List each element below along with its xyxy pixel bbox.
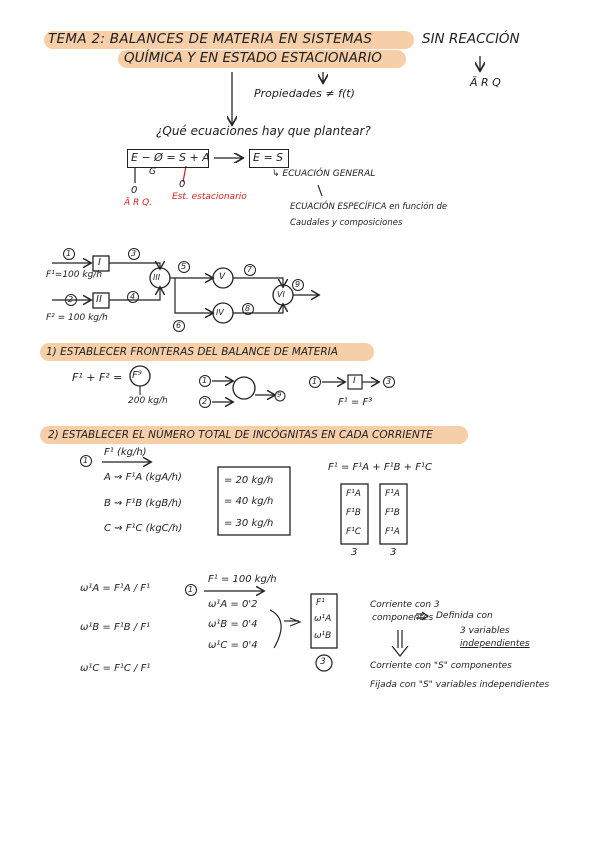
stream-8-label: 8: [245, 304, 251, 313]
section3-vec-2: ω¹B: [314, 631, 332, 641]
section2-col2-2: F¹A: [385, 527, 400, 537]
section2-col1-1: F¹B: [346, 508, 361, 518]
section3-stream1: 1: [188, 585, 194, 594]
definida-3: independientes: [460, 639, 530, 649]
s-line2: Fijada con "S" variables independientes: [370, 680, 550, 690]
section2-f1-units: F¹ (kg/h): [104, 447, 147, 458]
est-estacionario: Est. estacionario: [172, 192, 247, 202]
simplified-eq-box: [249, 149, 289, 168]
wB-def: ω¹B = F¹B / F¹: [80, 622, 151, 633]
section2-row-c: C ⇝ F¹C (kgC/h): [104, 523, 183, 534]
section2-count2: 3: [390, 547, 397, 558]
stream-9-label: 9: [295, 280, 301, 289]
section1-b3: 3: [386, 377, 392, 386]
section1-f1f3: F¹ = F³: [338, 397, 373, 408]
section1-n1: 1: [202, 376, 208, 385]
node-VI: VI: [277, 290, 285, 299]
node-V: V: [219, 272, 226, 282]
stream-6-label: 6: [176, 321, 182, 330]
section2-col1-2: F¹C: [346, 527, 362, 537]
section2-row-a: A ⇝ F¹A (kgA/h): [104, 472, 182, 483]
corriente-line1: Corriente con 3: [370, 600, 440, 610]
f2-label: F² = 100 kg/h: [46, 313, 108, 323]
ecuacion-especifica-1: ECUACIÓN ESPECÍFICA en función de: [290, 202, 448, 212]
section3-wC-val: ω¹C = 0'4: [208, 640, 258, 651]
section3-wA-val: ω¹A = 0'2: [208, 599, 258, 610]
stream-2-label: 2: [68, 295, 74, 304]
s-line1: Corriente con "S" componentes: [370, 661, 512, 671]
node-IV: IV: [216, 308, 224, 317]
arq-left: Ā R Q.: [124, 198, 153, 208]
f1-label: F¹=100 kg/h: [46, 270, 103, 280]
general-eq: E − Ø = S + A: [131, 151, 210, 164]
title-line1b: SIN REACCIÓN: [422, 31, 520, 47]
section1-b1: 1: [312, 377, 318, 386]
general-eq-box: [127, 149, 209, 168]
arq-right: Ā R Q: [470, 76, 501, 89]
stream-1-label: 1: [66, 249, 72, 258]
node-II: II: [96, 294, 102, 305]
g-label: G: [149, 167, 156, 177]
definida-1: Definida con: [436, 611, 493, 621]
zero-right: 0: [179, 179, 186, 190]
section3-wB-val: ω¹B = 0'4: [208, 619, 258, 630]
section2-val-a: = 20 kg/h: [224, 475, 274, 486]
section2-highlight: [40, 426, 468, 444]
section1-heading: 1) ESTABLECER FRONTERAS DEL BALANCE DE M…: [46, 346, 338, 358]
ecuacion-especifica-2: Caudales y composiciones: [290, 218, 403, 228]
title-line1a: TEMA 2: BALANCES DE MATERIA EN SISTEMAS: [48, 31, 373, 47]
question-text: ¿Qué ecuaciones hay que plantear?: [156, 124, 371, 138]
title-highlight-1: [44, 31, 414, 49]
simplified-eq: E = S: [253, 151, 284, 164]
section2-val-c: = 30 kg/h: [224, 518, 274, 529]
section1-200: 200 kg/h: [128, 396, 168, 406]
section1-f9: F⁹: [132, 370, 142, 381]
definida-2: 3 variables: [460, 626, 510, 636]
title-line2: QUÍMICA Y EN ESTADO ESTACIONARIO: [124, 50, 382, 66]
stream-7-label: 7: [247, 265, 253, 274]
section2-stream1: 1: [83, 456, 89, 465]
section2-col1-0: F¹A: [346, 489, 361, 499]
wC-def: ω¹C = F¹C / F¹: [80, 663, 151, 674]
section3-f1val: F¹ = 100 kg/h: [208, 574, 277, 585]
stream-3-label: 3: [131, 249, 137, 258]
stream-5-label: 5: [181, 262, 187, 271]
section1-eq-left: F¹ + F² =: [72, 371, 123, 384]
section2-col2-1: F¹B: [385, 508, 400, 518]
section2-row-b: B ⇝ F¹B (kgB/h): [104, 498, 182, 509]
title-highlight-2: [118, 50, 406, 68]
section2-col2-0: F¹A: [385, 489, 400, 499]
section3-vec-1: ω¹A: [314, 614, 332, 624]
section2-count1: 3: [351, 547, 358, 558]
section2-val-b: = 40 kg/h: [224, 496, 274, 507]
section3-vec-count: 3: [320, 657, 326, 667]
section1-highlight: [40, 343, 374, 361]
node-I: I: [98, 257, 101, 268]
section1-n2: 2: [202, 397, 208, 406]
stream-4-label: 4: [130, 292, 136, 301]
section2-heading: 2) ESTABLECER EL NÚMERO TOTAL DE INCÓGNI…: [48, 429, 433, 441]
section2-sum-eq: F¹ = F¹A + F¹B + F¹C: [328, 462, 432, 473]
section3-vec-0: F¹: [316, 598, 325, 608]
zero-left: 0: [131, 185, 138, 196]
node-III: III: [153, 273, 161, 282]
propiedades-text: Propiedades ≠ f(t): [254, 87, 355, 100]
ecuacion-general: ↳ ECUACIÓN GENERAL: [272, 169, 376, 179]
wA-def: ω¹A = F¹A / F¹: [80, 583, 151, 594]
section1-bI: I: [353, 376, 356, 386]
corriente-line2: componentes: [372, 613, 434, 623]
section1-n9: 9: [277, 391, 282, 399]
